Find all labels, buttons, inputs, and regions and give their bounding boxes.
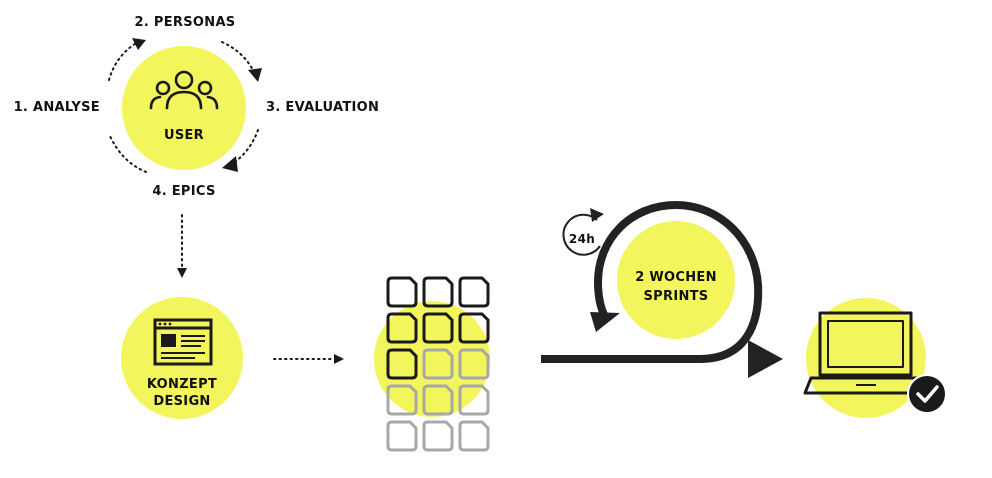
backlog-tile-pending: [386, 420, 418, 452]
backlog-grid: [374, 276, 490, 452]
check-circle-icon: [907, 374, 947, 414]
backlog-tile-active: [386, 348, 418, 380]
user-cycle: USER 1. ANALYSE 2. PERSONAS 3. EVALUATIO…: [14, 15, 379, 199]
backlog-tile-pending: [458, 384, 490, 416]
backlog-tile-pending: [422, 348, 454, 380]
backlog-tiles: [386, 276, 490, 452]
sprints-label-line2: SPRINTS: [644, 289, 709, 304]
backlog-tile-active: [386, 276, 418, 308]
backlog-tile-pending: [458, 348, 490, 380]
backlog-tile-active: [422, 276, 454, 308]
daily-label: 24h: [569, 232, 595, 246]
concept-label-line2: DESIGN: [153, 394, 210, 409]
backlog-tile-active: [422, 312, 454, 344]
result-node: [803, 298, 947, 418]
sprint-loop-arrowhead: [590, 312, 620, 332]
cycle-arrow-evaluation-epics: [222, 129, 259, 172]
sprints-label-line1: 2 WOCHEN: [635, 270, 717, 285]
sprint-circle: [617, 221, 735, 339]
step-evaluation-label: 3. EVALUATION: [266, 100, 379, 115]
backlog-tile-active: [458, 276, 490, 308]
cycle-arrow-personas-evaluation: [221, 41, 262, 82]
backlog-tile-pending: [422, 420, 454, 452]
backlog-tile-pending: [386, 384, 418, 416]
step-epics-label: 4. EPICS: [152, 184, 215, 199]
cycle-arrow-analyse-personas: [108, 38, 146, 81]
backlog-tile-active: [386, 312, 418, 344]
step-personas-label: 2. PERSONAS: [135, 15, 236, 30]
sprint-loop-path: [541, 200, 763, 363]
sprint-loop: 24h 2 WOCHEN SPRINTS: [541, 200, 783, 378]
concept-design-node: KONZEPT DESIGN: [121, 297, 243, 419]
arrow-concept-to-backlog: [273, 354, 344, 364]
backlog-tile-pending: [458, 420, 490, 452]
user-circle: [122, 46, 246, 170]
user-label: USER: [164, 128, 204, 143]
result-circle: [806, 298, 926, 418]
step-analyse-label: 1. ANALYSE: [14, 100, 100, 115]
users-group-icon: [149, 70, 219, 110]
arrow-cycle-to-concept: [177, 214, 187, 278]
backlog-tile-pending: [422, 384, 454, 416]
backlog-circle: [374, 301, 490, 417]
sprint-main-arrowhead: [748, 340, 783, 378]
daily-cycle-icon: 24h: [562, 208, 604, 256]
browser-window-icon: [153, 318, 213, 366]
concept-label-line1: KONZEPT: [147, 377, 217, 392]
backlog-tile-active: [458, 312, 490, 344]
